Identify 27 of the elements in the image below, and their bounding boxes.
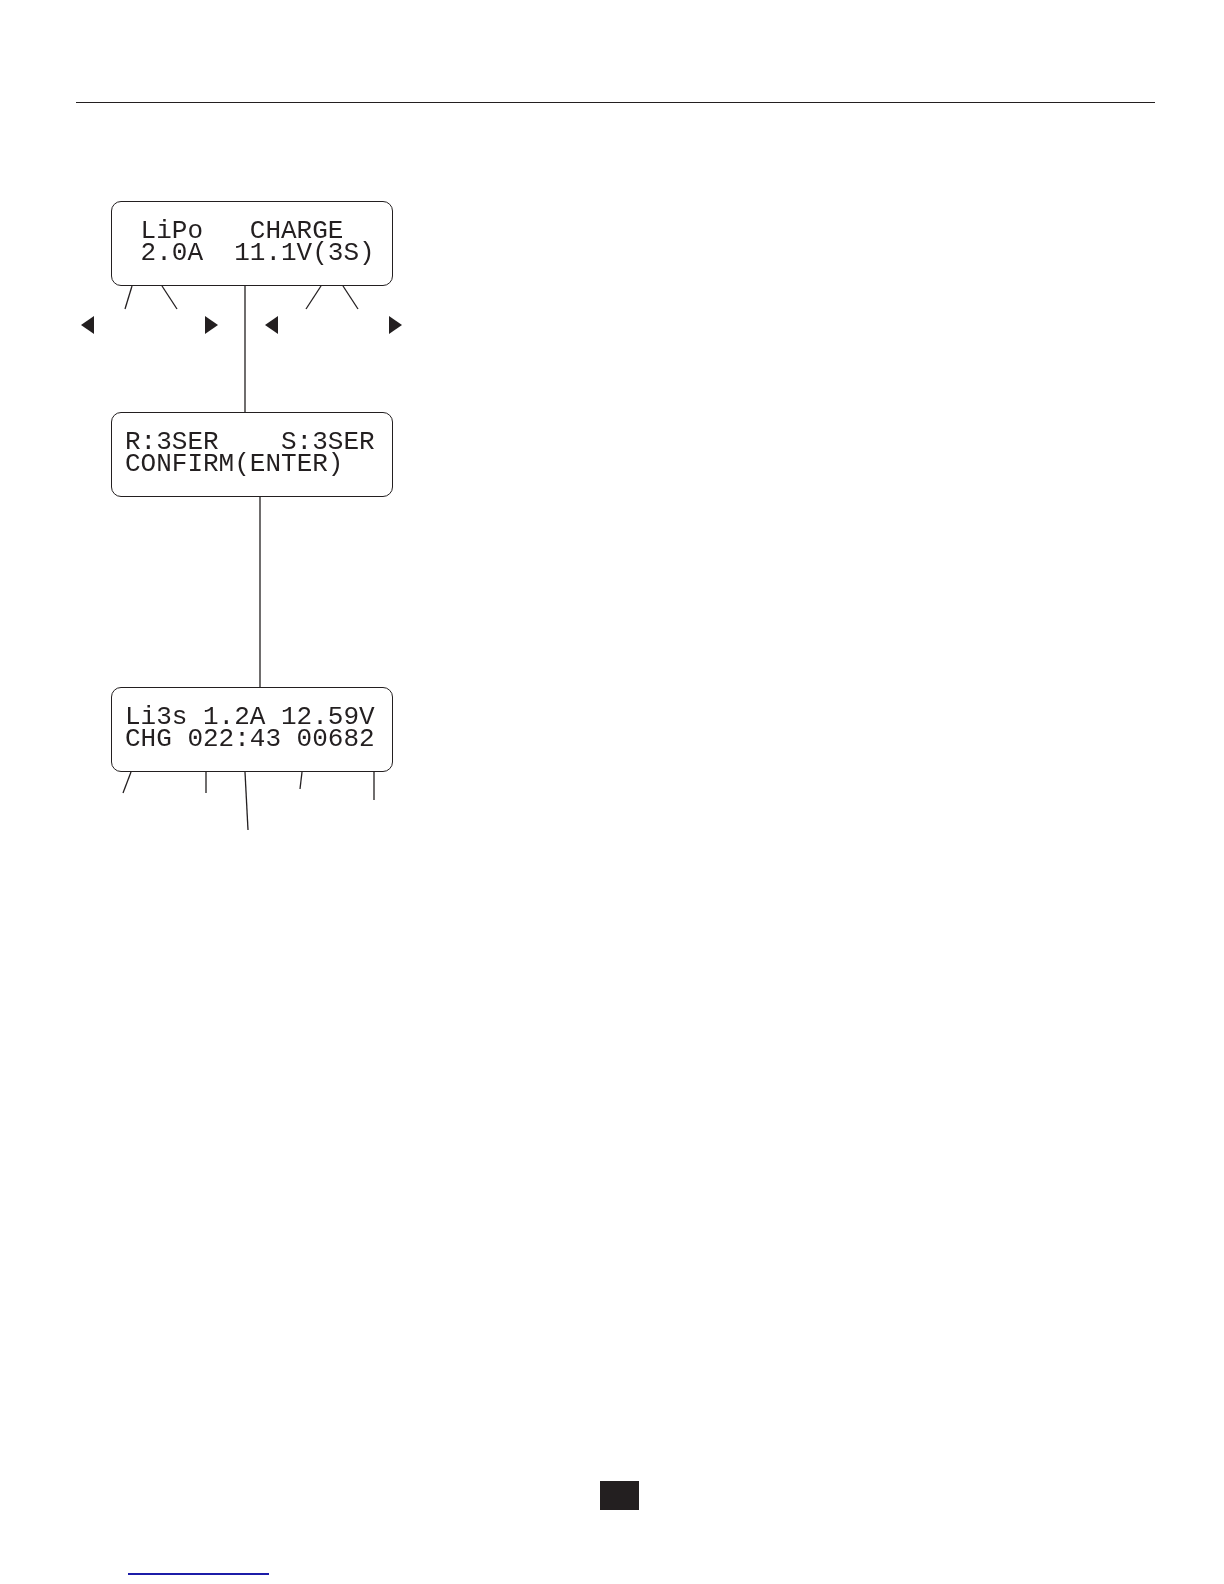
leader-line [244, 771, 249, 831]
connector-line [244, 285, 246, 413]
leader-line [124, 285, 133, 310]
lcd-text: Li3s [125, 706, 188, 728]
lcd-text: 1.2A [203, 706, 266, 728]
leader-line [122, 771, 132, 794]
lcd-text: 022:43 [187, 728, 281, 750]
connector-line [259, 496, 261, 688]
leader-line [305, 285, 322, 310]
lcd-text: R:3SER [125, 431, 219, 453]
lcd-display-box [111, 201, 393, 286]
lcd-text: CHG [125, 728, 172, 750]
lcd-text: 00682 [296, 728, 375, 750]
leader-line [205, 771, 207, 794]
lcd-text: 12.59V [281, 706, 375, 728]
lcd-text: CHARGE [249, 220, 344, 242]
leader-line [373, 771, 375, 801]
leader-line [342, 285, 359, 310]
lcd-text: CONFIRM(ENTER) [125, 453, 344, 475]
leader-line [161, 285, 178, 310]
lcd-text: 2.0A [140, 242, 203, 264]
lcd-display-box [111, 412, 393, 497]
lcd-text: LiPo [140, 220, 203, 242]
leader-line [299, 771, 303, 790]
lcd-text: 11.1V(3S) [234, 242, 375, 264]
lcd-display-box [111, 687, 393, 772]
lcd-text: S:3SER [281, 431, 375, 453]
